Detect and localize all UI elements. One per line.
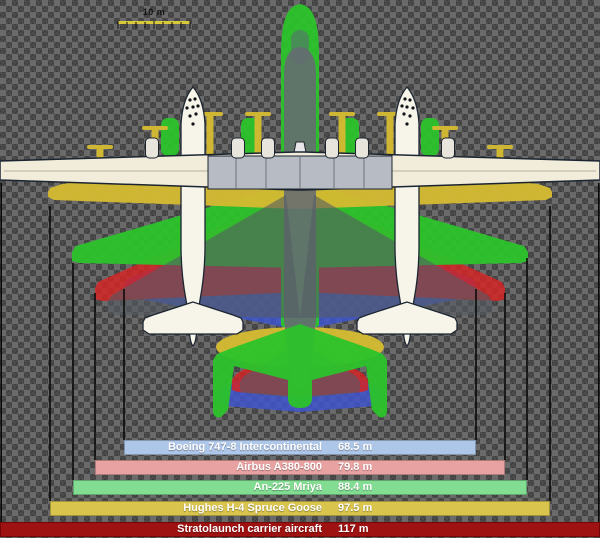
bar-an-225: An-225 Mriya 88.4 m — [73, 480, 527, 495]
bar-hughes-h4: Hughes H-4 Spruce Goose 97.5 m — [50, 501, 550, 516]
bar-label: An-225 Mriya — [253, 481, 322, 493]
measurement-lines — [0, 183, 600, 522]
bar-label: Boeing 747-8 Intercontinental — [167, 441, 322, 453]
stratolaunch-engine-nacelles — [145, 137, 455, 159]
bar-label: Hughes H-4 Spruce Goose — [183, 502, 322, 514]
stratolaunch-left-stabilizer — [142, 301, 244, 335]
stratolaunch-right-fuselage — [394, 86, 420, 347]
bar-value: 97.5 m — [338, 502, 373, 514]
overlap-blend-silhouette — [108, 30, 492, 398]
bar-value: 68.5 m — [338, 441, 373, 453]
bar-stratolaunch: Stratolaunch carrier aircraft 117 m — [0, 522, 600, 537]
bar-value: 79.8 m — [338, 461, 373, 473]
scale-ruler — [117, 21, 191, 29]
bar-airbus-a380: Airbus A380-800 79.8 m — [95, 460, 505, 475]
stratolaunch-center-wing-section — [207, 155, 393, 190]
an-225-tail — [213, 324, 387, 418]
bar-label: Airbus A380-800 — [236, 461, 322, 473]
bar-value: 117 m — [338, 523, 369, 535]
stratolaunch-nose-windows — [185, 97, 415, 126]
bar-value: 88.4 m — [338, 481, 373, 493]
bar-boeing-747: Boeing 747-8 Intercontinental 68.5 m — [124, 440, 476, 455]
stratolaunch-right-stabilizer — [356, 301, 458, 335]
stratolaunch-silhouette — [0, 86, 600, 347]
scale-label: 10 m — [142, 7, 166, 17]
stratolaunch-left-fuselage — [180, 86, 206, 347]
bar-label: Stratolaunch carrier aircraft — [177, 523, 322, 535]
